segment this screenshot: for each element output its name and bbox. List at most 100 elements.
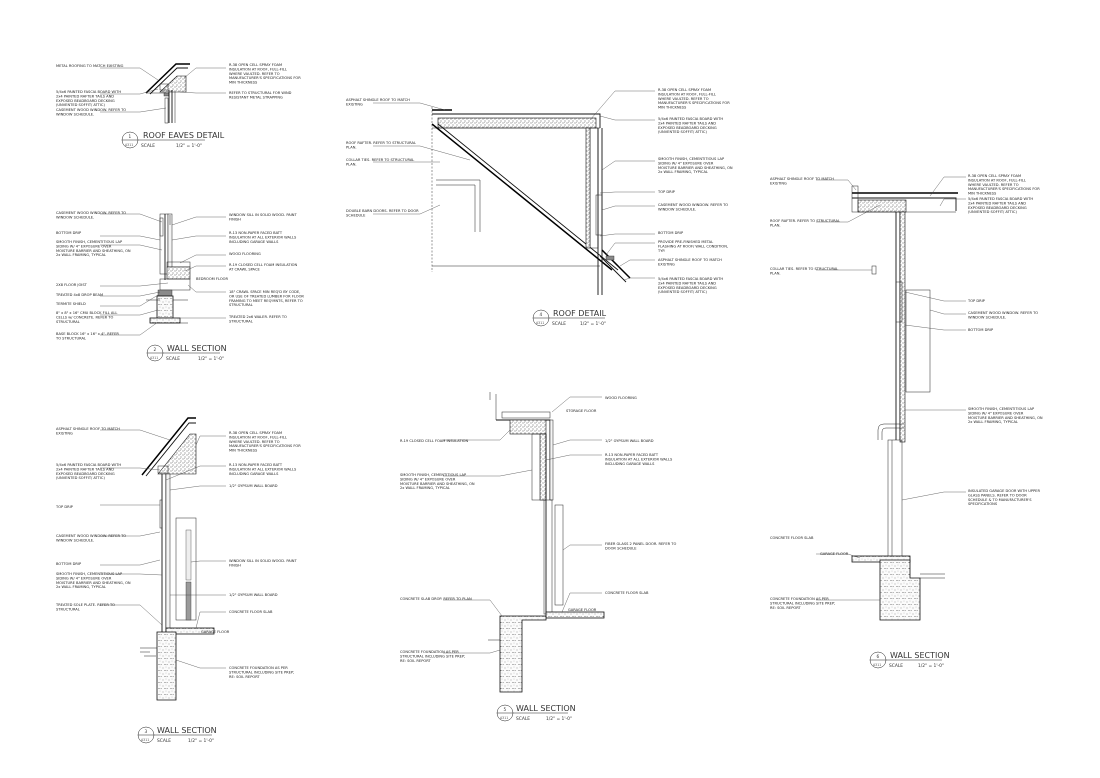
label-storage-floor: STORAGE FLOOR	[566, 409, 597, 413]
label-floor-slab: CONCRETE FLOOR SLAB	[605, 591, 649, 595]
label-garage-floor: GARAGE FLOOR	[201, 630, 230, 634]
label-wood-flooring: WOOD FLOORING	[605, 396, 637, 400]
scale-label: SCALE	[166, 356, 180, 362]
roof-eaves-leaders	[100, 67, 226, 113]
label-garage-floor: GARAGE FLOOR	[820, 552, 849, 556]
detail-title: WALL SECTION	[157, 726, 217, 735]
label-bottom-drip: BOTTOM DRIP	[56, 562, 82, 566]
wall-section-storage-leaders	[443, 396, 602, 654]
scale-value: 1/2" = 1'-0"	[546, 716, 572, 722]
scale-label: SCALE	[552, 321, 566, 327]
detail-title: WALL SECTION	[516, 704, 576, 713]
label-garage-floor: GARAGE FLOOR	[568, 608, 597, 612]
wall-section-crawl-drawing	[146, 213, 191, 324]
wall-section-storage-drawing	[488, 392, 605, 693]
label-slab-drop: CONCRETE SLAB DROP. REFER TO PLAN	[400, 597, 472, 601]
scale-label: SCALE	[889, 663, 903, 669]
sheet-number: A311	[150, 356, 158, 360]
detail-number: 5	[504, 707, 507, 712]
sheet-number: A311	[141, 738, 149, 742]
title-block-wall-section-2: 2 A311 WALL SECTION SCALE 1/2" = 1'-0"	[146, 344, 227, 362]
label-gypsum-2: 1/2" GYPSUM WALL BOARD	[229, 593, 278, 597]
title-block-roof-eaves: 1 A311 ROOF EAVES DETAIL SCALE 1/2" = 1'…	[121, 131, 225, 149]
wall-section-crawl-leaders	[100, 213, 226, 336]
detail-title: WALL SECTION	[890, 651, 950, 660]
detail-title: ROOF DETAIL	[553, 309, 607, 318]
wall-section-garage-leaders	[100, 429, 226, 669]
label-gypsum: 1/2" GYPSUM WALL BOARD	[605, 439, 654, 443]
sheet-number: A311	[873, 663, 881, 667]
scale-value: 1/2" = 1'-0"	[188, 738, 214, 744]
title-block-wall-section-6: 6 A311 WALL SECTION SCALE 1/2" = 1'-0"	[869, 651, 950, 669]
label-wood-flooring: WOOD FLOORING	[229, 252, 261, 256]
label-closed-cell: R-19 CLOSED CELL FOAM INSULATION	[400, 439, 469, 443]
label-floor-joist: 2X8 FLOOR JOIST	[56, 283, 88, 287]
label-top-drip: TOP DRIP	[657, 190, 676, 194]
detail-number: 6	[877, 654, 880, 659]
label-bottom-drip: BOTTOM DRIP	[658, 231, 684, 235]
scale-label: SCALE	[157, 738, 171, 744]
label-metal-roofing: METAL ROOFING TO MATCH EXISTING	[56, 64, 124, 68]
label-bottom-drip: BOTTOM DRIP	[56, 231, 82, 235]
label-floor-slab: CONCRETE FLOOR SLAB	[229, 610, 273, 614]
label-floor-slab: CONCRETE FLOOR SLAB	[770, 536, 814, 540]
label-termite-shield: TERMITE SHIELD	[55, 302, 86, 306]
scale-label: SCALE	[516, 716, 530, 722]
label-top-drip: TOP DRIP	[967, 299, 986, 303]
detail-number: 4	[540, 312, 543, 317]
label-bedroom-floor: BEDROOM FLOOR	[196, 277, 228, 281]
label-crawl-space: 18" CRAWL SPACE MIN REQ'D BY CODE,OR USE…	[229, 290, 304, 307]
sheet-number: A311	[125, 143, 133, 147]
detail-wall-section-storage: R-19 CLOSED CELL FOAM INSULATION SMOOTH …	[400, 392, 676, 722]
scale-value: 1/2" = 1'-0"	[918, 663, 944, 669]
detail-number: 3	[145, 729, 148, 734]
wall-section-garage-door-leaders	[816, 176, 966, 601]
detail-roof-eaves: METAL ROOFING TO MATCH EXISTING 5/4x6 PA…	[56, 63, 301, 149]
title-block-wall-section-3: 3 A311 WALL SECTION SCALE 1/2" = 1'-0"	[137, 726, 217, 744]
detail-number: 2	[154, 347, 157, 352]
wall-section-garage-drawing	[140, 417, 215, 701]
